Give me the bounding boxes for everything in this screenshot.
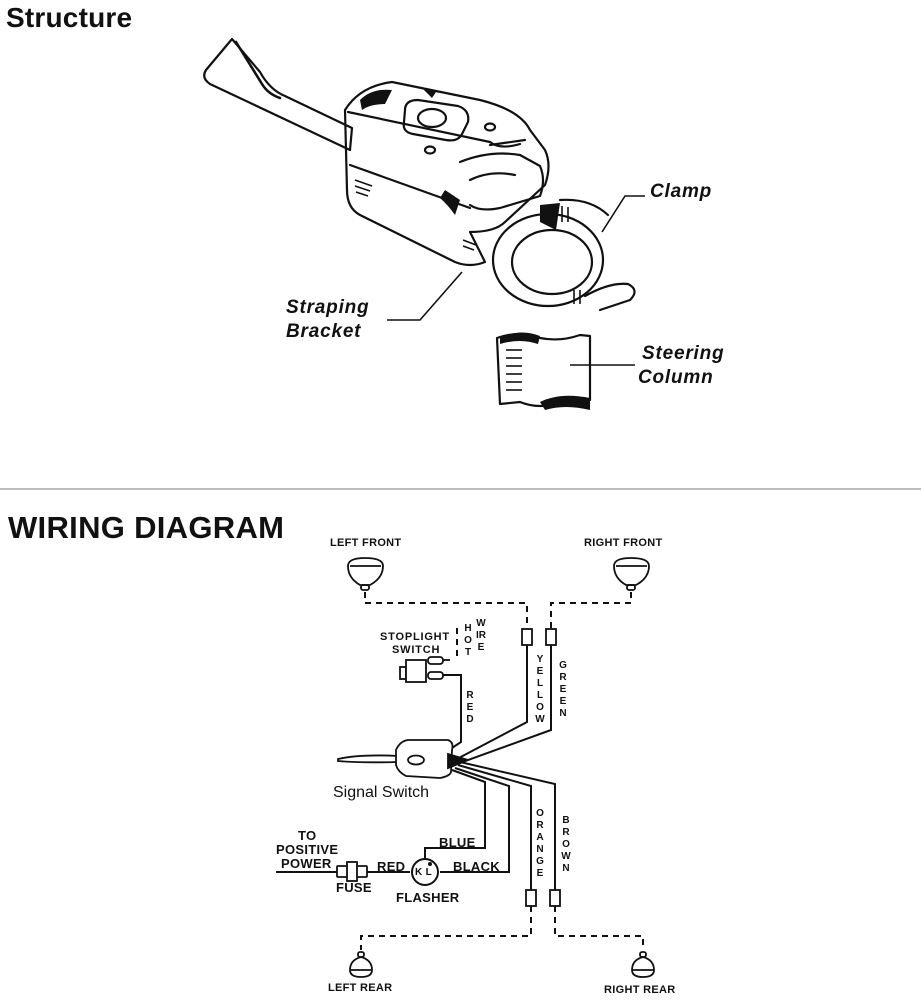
right-front-label: RIGHT FRONT [584, 537, 663, 549]
signal-switch-label: Signal Switch [333, 784, 430, 801]
power-label: POWER [281, 856, 332, 871]
orange-connector [525, 889, 537, 907]
left-front-label: LEFT FRONT [330, 537, 402, 549]
red-top-label: RED [466, 690, 474, 725]
flasher-terminals: K L [415, 867, 433, 878]
yellow-label: YELLOW [535, 654, 545, 725]
brown-wire [459, 761, 556, 890]
stoplight-switch-body [399, 656, 444, 683]
black-label: BLACK [453, 859, 500, 874]
hot-label: HOT [464, 623, 472, 658]
clamp-label: Clamp [650, 181, 713, 202]
bracket-leader [387, 271, 463, 321]
switch-body [343, 80, 550, 267]
brown-label: BROWN [561, 815, 571, 874]
signal-switch-body [337, 739, 471, 779]
section-divider [0, 488, 921, 490]
switch-top-plate [402, 98, 470, 142]
red-bottom-label: RED [377, 859, 406, 874]
bracket-label: Bracket [286, 321, 362, 342]
stoplight-label: STOPLIGHT [380, 631, 450, 643]
green-connector [545, 628, 557, 646]
column-label: Column [638, 367, 714, 388]
left-rear-label: LEFT REAR [328, 982, 393, 994]
flasher-label: FLASHER [396, 890, 460, 905]
right-rear-dashed-wire [554, 906, 644, 950]
to-label: TO [298, 828, 317, 843]
orange-wire [457, 764, 532, 890]
wiring-heading: WIRING DIAGRAM [8, 510, 285, 545]
switch-lever [203, 37, 354, 152]
left-front-dashed-wire [364, 592, 528, 628]
red-wire-top [442, 674, 462, 749]
switch-label: SWITCH [392, 644, 441, 656]
left-rear-lamp [349, 951, 373, 978]
brown-connector [549, 889, 561, 907]
steering-label: Steering [642, 343, 725, 364]
right-front-lamp [613, 557, 650, 591]
left-front-lamp [347, 557, 384, 591]
blue-label: BLUE [439, 835, 476, 850]
right-front-dashed-wire [550, 592, 632, 628]
straping-label: Straping [286, 297, 370, 318]
left-rear-dashed-wire [360, 906, 532, 950]
green-label: GREEN [559, 660, 567, 719]
yellow-connector [521, 628, 533, 646]
flasher-symbol [411, 858, 439, 886]
wire-label: WIRE [476, 618, 486, 653]
clamp-leader [601, 195, 645, 233]
black-wire [440, 767, 510, 873]
blue-wire [424, 769, 486, 858]
fuse-symbol [336, 861, 368, 882]
yellow-wire [454, 645, 528, 761]
right-rear-label: RIGHT REAR [604, 984, 676, 996]
green-wire [456, 645, 552, 765]
fuse-label: FUSE [336, 880, 372, 895]
structure-heading: Structure [6, 2, 133, 33]
orange-label: ORANGE [536, 808, 544, 879]
positive-label: POSITIVE [276, 842, 339, 857]
right-rear-lamp [631, 951, 655, 978]
